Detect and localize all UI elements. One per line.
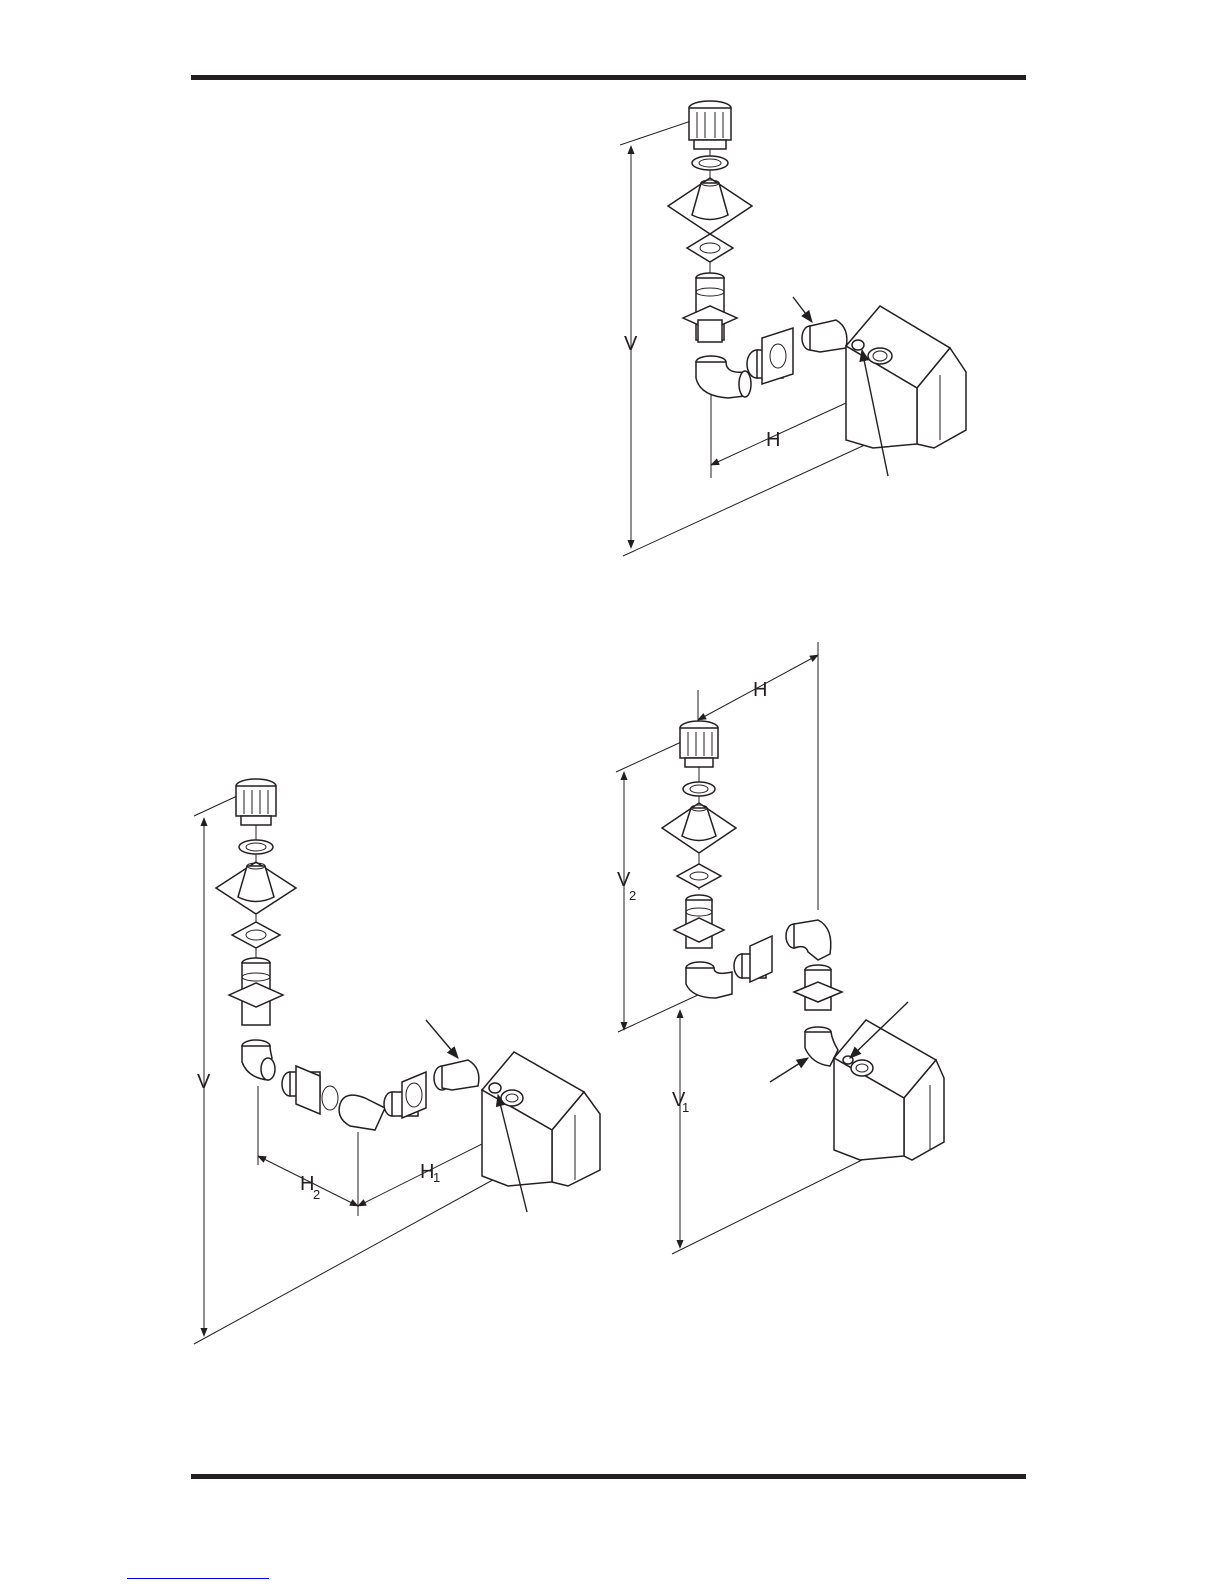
- vent-cap: [689, 101, 731, 149]
- ceiling-firestop: [232, 922, 280, 948]
- dimension-h1-subscript: 1: [433, 1170, 440, 1185]
- heater-cabinet: [846, 306, 966, 448]
- roof-flashing: [668, 178, 752, 234]
- vent-elbow: [339, 1095, 385, 1130]
- storm-collar: [239, 840, 273, 854]
- horizontal-vent-pipe: [747, 328, 793, 384]
- vent-elbow: [242, 1040, 275, 1080]
- dimension-v-label: V: [197, 1071, 211, 1093]
- vent-cap: [236, 779, 276, 825]
- dimension-h2-subscript: 2: [313, 1187, 320, 1202]
- heater-cabinet: [482, 1052, 600, 1186]
- vent-elbow: [696, 356, 751, 398]
- dimension-v1-subscript: 1: [682, 1100, 689, 1115]
- horizontal-vent-pipe: [734, 936, 772, 982]
- diagram-bottom-left: V H 2 H 1: [194, 779, 600, 1344]
- storm-collar: [683, 782, 715, 796]
- vent-elbow: [786, 920, 831, 960]
- extension-line: [672, 1156, 870, 1254]
- horizontal-vent-pipe: [282, 1066, 338, 1114]
- vent-elbow: [686, 962, 732, 998]
- diagram-top: V H: [620, 101, 966, 556]
- roof-flashing: [662, 803, 736, 853]
- callout-arrow: [793, 297, 812, 322]
- vent-elbow-unit: [434, 1060, 479, 1090]
- ceiling-firestop: [677, 864, 721, 888]
- vent-elbow-unit: [805, 1027, 838, 1066]
- dimension-v2-subscript: 2: [629, 888, 636, 903]
- roof-flashing: [216, 862, 296, 914]
- diagram-bottom-right: H V 2 V 1: [616, 642, 944, 1254]
- extension-line: [620, 118, 700, 145]
- vertical-vent-pipe: [683, 273, 737, 342]
- extension-line: [616, 738, 690, 772]
- vent-elbow-unit: [802, 320, 847, 352]
- vent-cap: [680, 721, 718, 767]
- dimension-v-label: V: [624, 333, 638, 355]
- heater-cabinet: [834, 1020, 944, 1160]
- callout-arrow: [770, 1058, 808, 1082]
- vertical-vent-pipe: [794, 965, 842, 1010]
- extension-line: [194, 1176, 500, 1344]
- dimension-h-label: H: [766, 429, 780, 451]
- callout-arrow: [426, 1020, 458, 1058]
- horizontal-vent-pipe: [384, 1072, 426, 1118]
- extension-line: [618, 994, 700, 1032]
- vertical-vent-pipe: [229, 958, 283, 1025]
- storm-collar: [692, 156, 728, 170]
- vertical-vent-pipe: [674, 895, 724, 948]
- extension-line: [623, 438, 880, 556]
- ceiling-firestop: [687, 234, 733, 262]
- dimension-h-label: H: [753, 679, 767, 701]
